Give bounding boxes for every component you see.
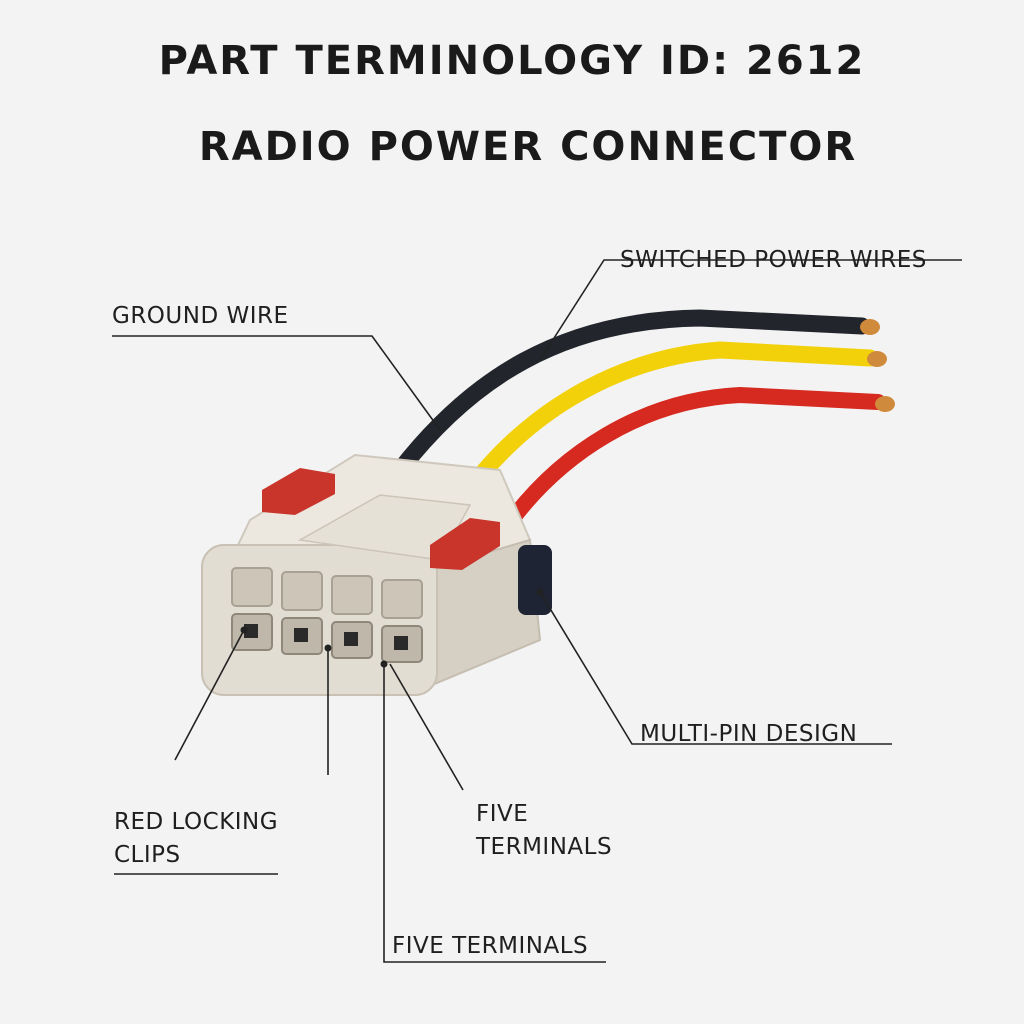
- label-ground-wire: GROUND WIRE: [112, 303, 289, 329]
- connector-housing: [201, 453, 552, 696]
- terminal-pin: [294, 628, 308, 642]
- leader-five-terminals-a: [389, 663, 464, 791]
- label-multi-pin-design: MULTI-PIN DESIGN: [640, 721, 858, 747]
- cavity: [281, 571, 323, 611]
- yellow-wire-pin: [867, 351, 887, 367]
- leader-dot: [380, 660, 388, 668]
- terminal-pin: [394, 636, 408, 650]
- cavity: [331, 575, 373, 615]
- label-red-locking-clips-line1: RED LOCKING: [114, 809, 279, 835]
- leader-switched-power: [539, 259, 962, 361]
- leader-dot: [324, 644, 332, 652]
- housing-ridge: [297, 494, 472, 561]
- red-locking-clip-left: [262, 468, 335, 515]
- black-wire-pin: [860, 319, 880, 335]
- terminal-cavities-bottom: [231, 613, 423, 663]
- leader-ground-wire: [112, 335, 441, 431]
- terminal-pin: [344, 632, 358, 646]
- leader-five-terminals-b: [383, 664, 606, 963]
- leader-dot: [240, 626, 248, 634]
- red-wire: [502, 386, 886, 530]
- leader-dot: [536, 588, 544, 596]
- black-wire: [391, 309, 871, 479]
- page-title: PART TERMINOLOGY ID: 2612: [158, 38, 866, 84]
- leader-endpoints: [240, 588, 544, 668]
- leader-multi-pin: [539, 591, 892, 745]
- cavity: [231, 567, 273, 607]
- label-red-locking-clips: RED LOCKING CLIPS: [114, 806, 278, 872]
- cavity: [381, 579, 423, 619]
- label-five-terminals-b: FIVE TERMINALS: [392, 933, 589, 959]
- red-locking-clip-right: [430, 518, 500, 570]
- label-five-terminals-a-line1: FIVE: [476, 801, 529, 827]
- label-switched-power-wires: SWITCHED POWER WIRES: [620, 247, 927, 273]
- leader-red-clips: [174, 629, 245, 761]
- leader-lines: [112, 259, 962, 963]
- label-red-locking-clips-line2: CLIPS: [114, 842, 181, 868]
- terminal-cavities-top: [231, 567, 423, 619]
- label-five-terminals-a: FIVE TERMINALS: [476, 798, 612, 864]
- red-wire-pin: [875, 396, 895, 412]
- page-subtitle: RADIO POWER CONNECTOR: [198, 124, 858, 170]
- terminal-pin: [244, 624, 258, 638]
- label-five-terminals-a-line2: TERMINALS: [476, 834, 613, 860]
- yellow-wire: [459, 341, 879, 501]
- wire-group: [391, 309, 895, 530]
